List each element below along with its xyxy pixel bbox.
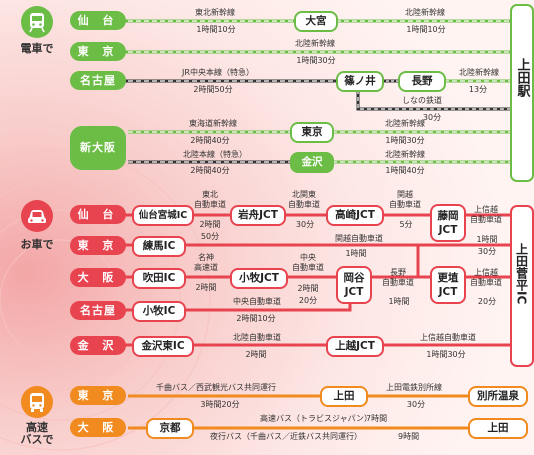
train-sendai-line2: 北陸新幹線: [405, 8, 445, 17]
jct-iwafune: 岩舟JCT: [230, 205, 286, 226]
car-sendai-time2: 30分: [295, 220, 315, 229]
car-osaka-time4: 20分: [477, 297, 497, 306]
station-tokyo: 東京: [290, 122, 334, 143]
destination-ueda-station: 上田駅: [510, 4, 534, 182]
car-mode-label: お車で: [20, 238, 54, 251]
train-osaka-timeA: 2時間40分: [190, 136, 230, 145]
jct-joetsu: 上越JCT: [326, 336, 384, 357]
ic-kanazawa-higashi: 金沢東IC: [132, 336, 194, 357]
bus-icon: [21, 386, 53, 418]
train-mode-label: 電車で: [20, 42, 54, 55]
car-kanazawa-time1: 2時間: [245, 350, 267, 359]
car-osaka-road4: 上信越 自動車道: [470, 268, 502, 287]
train-nagoya-time2: 13分: [468, 85, 488, 94]
car-sendai-road1: 東北 自動車道: [194, 190, 226, 209]
origin-kanazawa-car: 金 沢: [70, 336, 126, 355]
origin-osaka-car: 大 阪: [70, 268, 126, 287]
train-osaka-lineB2: 北陸新幹線: [385, 150, 425, 159]
jct-koshoku: 更埴 JCT: [430, 266, 466, 304]
train-sendai-line1: 東北新幹線: [195, 8, 235, 17]
car-sendai-road3: 関越 自動車道: [389, 190, 421, 209]
car-osaka-road2: 中央 自動車道: [292, 253, 324, 272]
car-osaka-road3: 長野 自動車道: [382, 268, 414, 287]
train-osaka-lineA: 東海道新幹線: [189, 119, 237, 128]
origin-tokyo-car: 東 京: [70, 236, 126, 255]
origin-osaka-bus: 大 阪: [70, 418, 126, 437]
jct-okaya: 岡谷 JCT: [336, 266, 372, 304]
car-osaka-road1: 名神 高速道: [194, 253, 218, 272]
ic-suita: 吹田IC: [132, 268, 186, 289]
car-sendai-road2: 北関東 自動車道: [288, 190, 320, 209]
car-kanazawa-time2: 1時間30分: [426, 350, 466, 359]
jct-fujioka: 藤岡 JCT: [430, 204, 466, 242]
train-osaka-lineA2: 北陸新幹線: [385, 119, 425, 128]
car-osaka-time1: 2時間: [195, 283, 217, 292]
station-kanazawa: 金沢: [290, 152, 334, 173]
train-osaka-lineB: 北陸本線（特急）: [183, 150, 247, 159]
bus-osaka-time: 7時間: [366, 414, 388, 423]
origin-shin-osaka-train: 新大阪: [70, 126, 126, 170]
car-osaka-time3: 1時間: [388, 297, 410, 306]
ic-komaki: 小牧IC: [132, 301, 186, 322]
bus-mode-label: 高速 バスで: [20, 421, 54, 446]
jct-takasaki: 高崎JCT: [326, 205, 384, 226]
car-icon: [21, 200, 53, 232]
destination-ueda-bus: 上田: [468, 418, 528, 439]
origin-sendai-train: 仙 台: [70, 11, 126, 30]
car-tokyo-time: 1時間: [345, 249, 367, 258]
jct-komaki: 小牧JCT: [230, 268, 288, 289]
train-nagoya-time: 2時間50分: [193, 85, 233, 94]
train-nagoya-line2: 北陸新幹線: [459, 68, 499, 77]
origin-tokyo-bus: 東 京: [70, 386, 126, 405]
train-osaka-timeB: 2時間40分: [190, 166, 230, 175]
train-tokyo-time: 1時間30分: [296, 56, 336, 65]
station-shinonoi: 篠ノ井: [336, 71, 384, 92]
car-sendai-time1: 2時間 50分: [199, 220, 221, 241]
train-shinano-railway: しなの鉄道: [402, 96, 442, 105]
car-kanazawa-road2: 上信越自動車道: [420, 333, 476, 342]
train-tokyo-line: 北陸新幹線: [295, 39, 335, 48]
stop-ueda: 上田: [320, 386, 368, 407]
station-omiya: 大宮: [294, 11, 338, 32]
destination-ueda-sugadaira-ic: 上田菅平IC: [510, 205, 534, 367]
car-nagoya-road: 中央自動車道: [233, 297, 281, 306]
train-osaka-timeA2: 1時間30分: [385, 136, 425, 145]
car-sendai-time3: 5分: [399, 220, 413, 229]
train-nagoya-line: JR中央本線（特急）: [182, 68, 254, 77]
bus-tokyo-time2: 30分: [406, 400, 426, 409]
bus-osaka-time2: 9時間: [398, 432, 420, 441]
bus-osaka-line2: 夜行バス（千曲バス／近鉄バス共同運行）: [210, 432, 362, 441]
train-sendai-time1: 1時間10分: [196, 25, 236, 34]
train-icon: [21, 6, 53, 38]
train-shinano-time: 30分: [422, 113, 442, 122]
car-sendai-time4: 1時間 30分: [476, 235, 498, 256]
bus-tokyo-time: 3時間20分: [200, 400, 240, 409]
origin-nagoya-train: 名古屋: [70, 71, 126, 90]
destination-bessho-onsen: 別所温泉: [468, 386, 528, 407]
car-kanazawa-road1: 北陸自動車道: [233, 333, 281, 342]
train-osaka-timeB2: 1時間40分: [385, 166, 425, 175]
ic-nerima: 練馬IC: [132, 236, 186, 257]
bus-tokyo-line2: 上田電鉄別所線: [386, 383, 442, 392]
origin-tokyo-train: 東 京: [70, 42, 126, 61]
origin-nagoya-car: 名古屋: [70, 301, 126, 320]
destination-ueda-sugadaira-ic-label: 上田菅平IC: [514, 243, 529, 305]
destination-ueda-station-label: 上田駅: [514, 58, 530, 97]
bus-tokyo-line: 千曲バス／西武観光バス共同運行: [156, 383, 276, 392]
car-nagoya-time: 2時間10分: [236, 314, 276, 323]
train-sendai-time2: 1時間10分: [406, 25, 446, 34]
bus-osaka-line: 高速バス（トラビスジャパン）: [260, 414, 372, 423]
car-osaka-time2: 2時間 20分: [297, 284, 319, 305]
station-nagano: 長野: [398, 71, 446, 92]
ic-sendai-miyagi: 仙台宮城IC: [132, 205, 194, 226]
car-sendai-road4: 上信越 自動車道: [470, 205, 502, 224]
origin-sendai-car: 仙 台: [70, 205, 126, 224]
stop-kyoto: 京都: [146, 418, 194, 439]
car-tokyo-road: 関越自動車道: [335, 234, 383, 243]
